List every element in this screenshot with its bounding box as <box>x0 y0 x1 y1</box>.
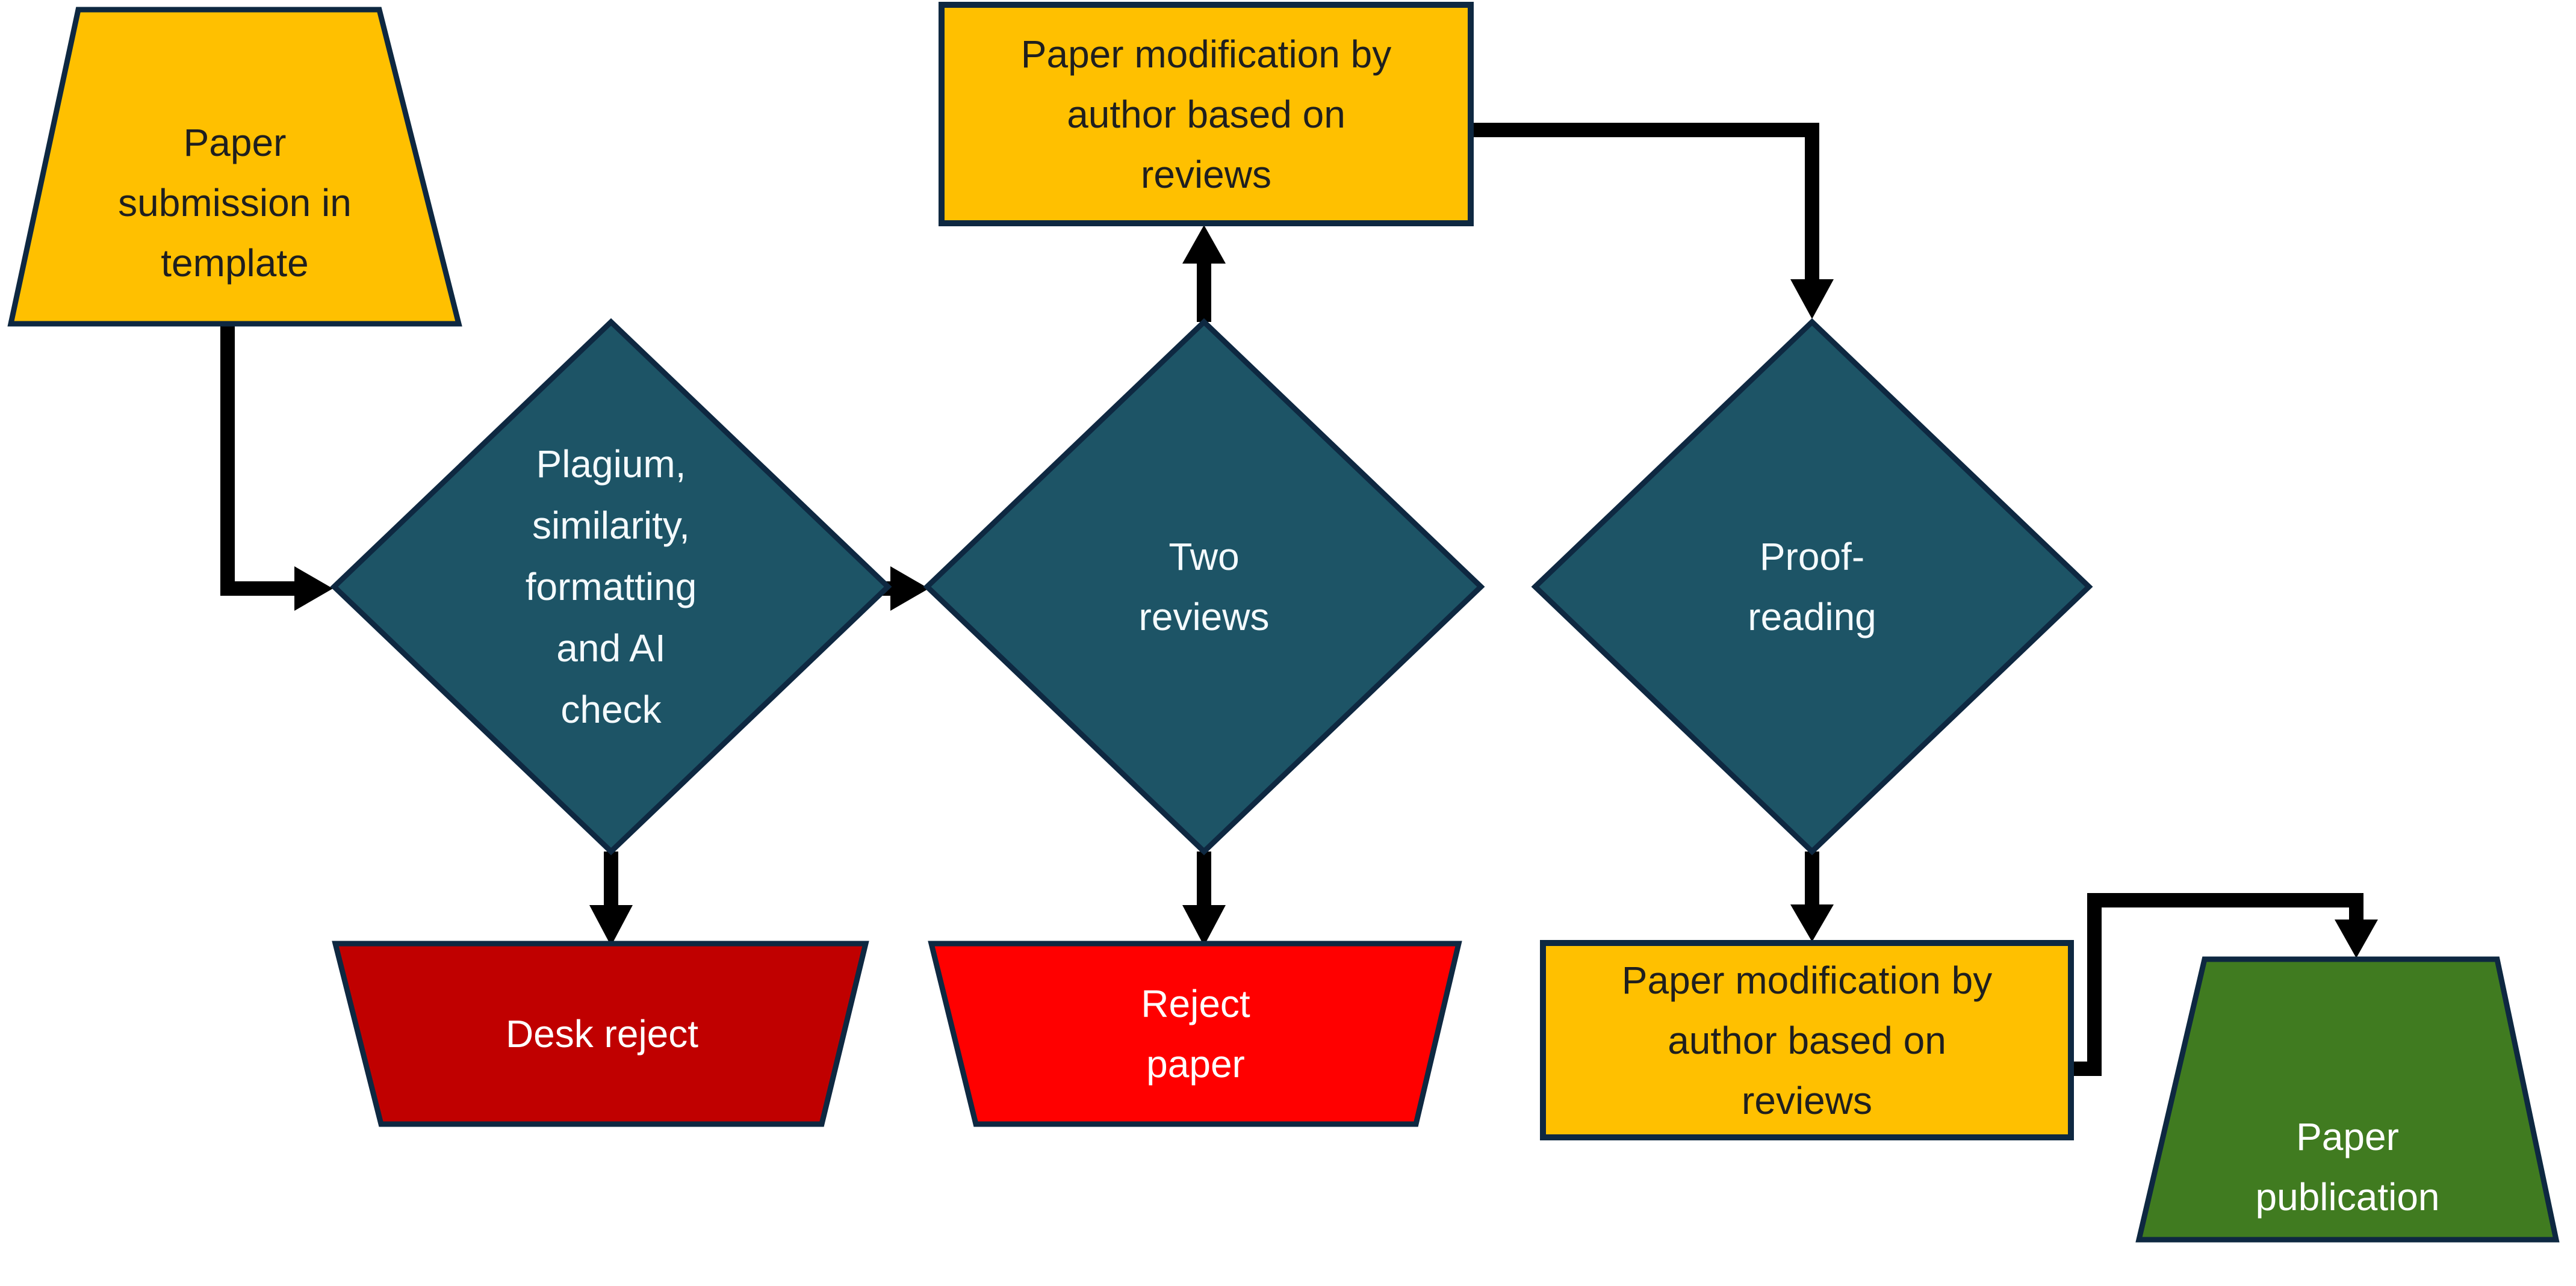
edge-proof-reading-to-modification-bottom <box>1790 852 1834 942</box>
node-desk-reject-shape <box>332 941 869 1127</box>
node-publication-shape <box>2135 956 2560 1243</box>
node-reject-paper-shape <box>928 941 1462 1127</box>
edge-line <box>2071 893 2363 1076</box>
node-submission-shape <box>7 7 462 327</box>
node-two-reviews-shape <box>923 318 1485 856</box>
arrowhead-icon <box>1790 279 1834 319</box>
edge-modification-top-to-proof-reading <box>1471 123 1834 319</box>
node-modification-bottom-shape <box>1540 940 2074 1140</box>
arrowhead-icon <box>589 905 633 946</box>
node-initial-checks-shape <box>330 318 892 856</box>
edge-initial-checks-to-desk-reject <box>589 852 633 946</box>
edge-two-reviews-to-modification-top <box>1182 225 1226 322</box>
edge-line <box>220 325 295 596</box>
edge-submission-to-initial-checks <box>220 325 333 611</box>
arrowhead-icon <box>1182 905 1226 946</box>
edge-modification-bottom-to-publication <box>2071 893 2378 1076</box>
node-proof-reading-shape <box>1531 318 2093 856</box>
arrowhead-icon <box>1790 904 1834 942</box>
edge-two-reviews-to-reject-paper <box>1182 852 1226 946</box>
edge-line <box>1471 123 1819 279</box>
arrowhead-icon <box>2335 920 2378 958</box>
arrowhead-icon <box>1182 225 1226 264</box>
arrowhead-icon <box>294 566 333 611</box>
arrowhead-icon <box>890 566 929 611</box>
node-modification-top-shape <box>939 2 1474 226</box>
